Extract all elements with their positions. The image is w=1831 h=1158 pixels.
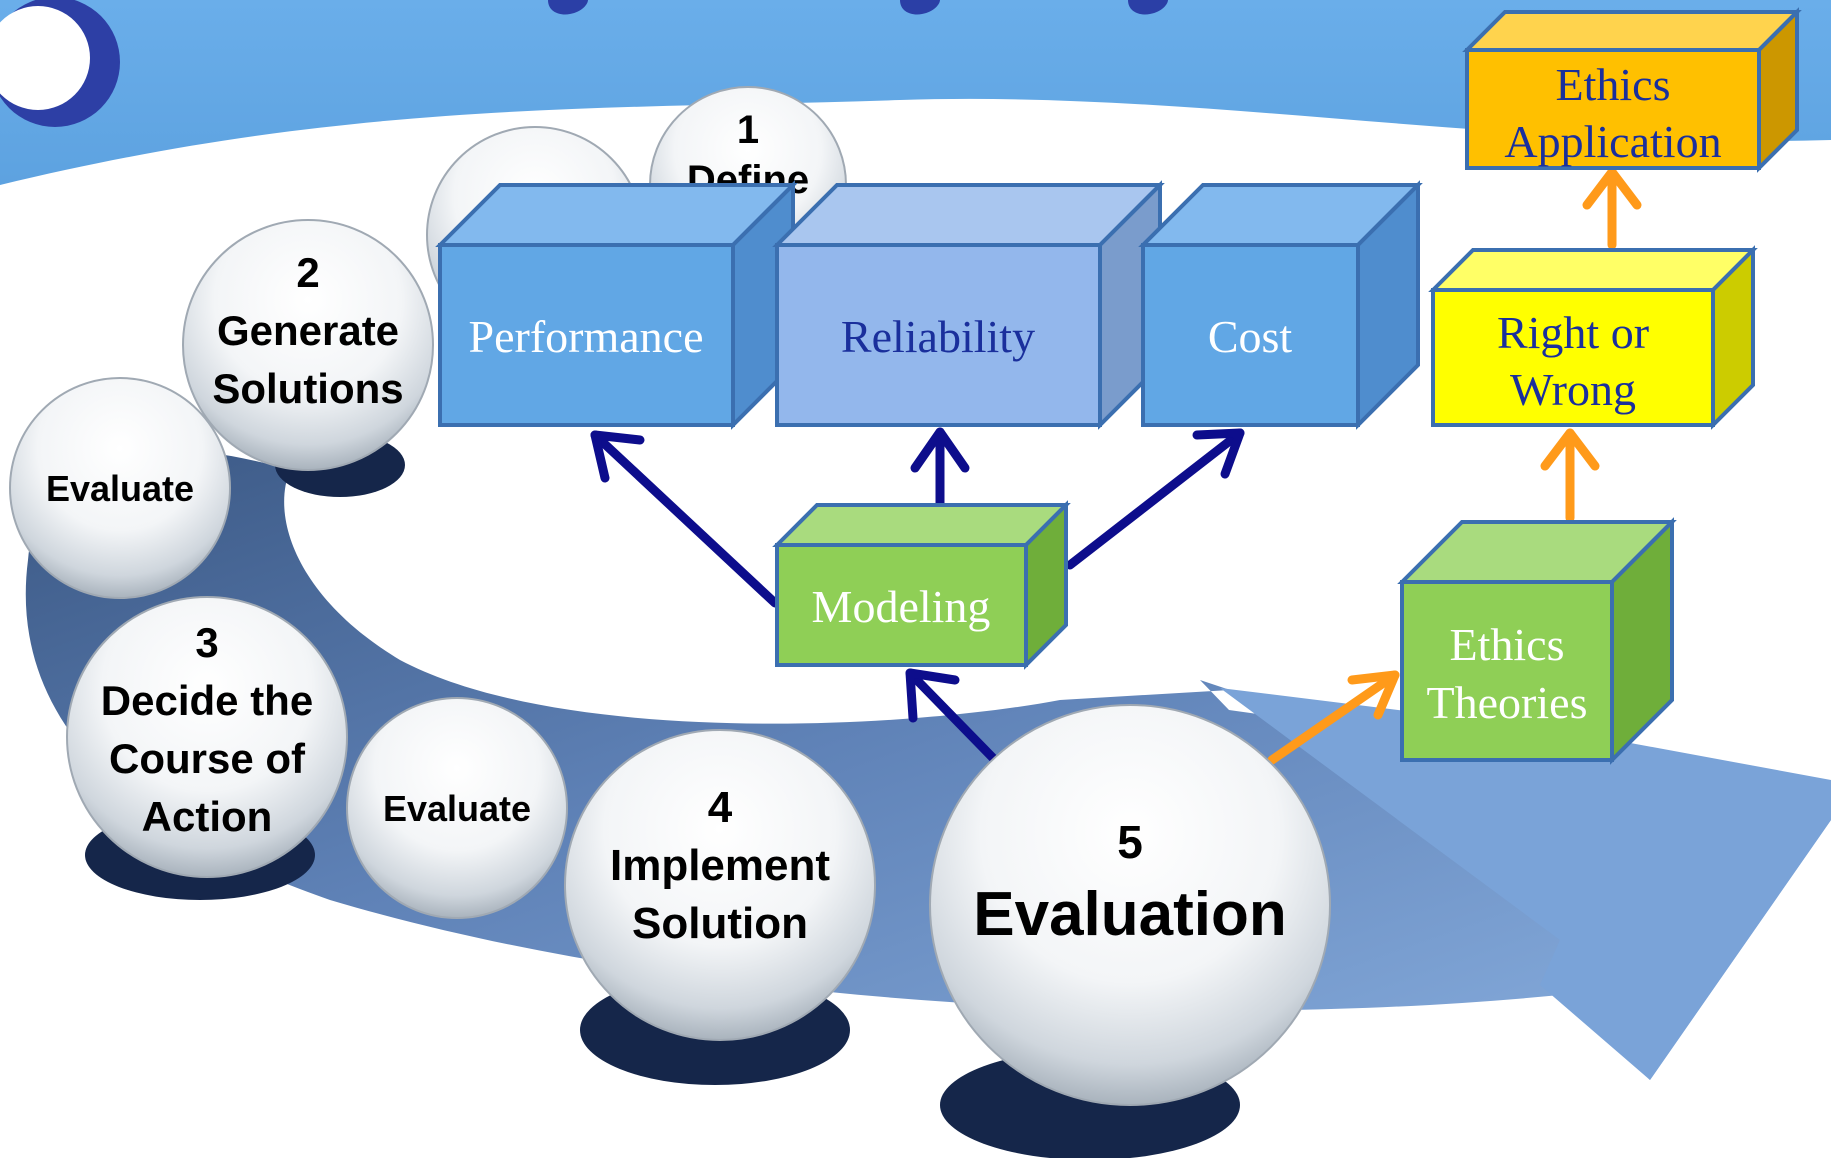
step-2-number: 2 <box>296 249 319 296</box>
step-3-sphere: 3 Decide the Course of Action <box>66 596 348 878</box>
step-5-label: Evaluation <box>973 880 1287 949</box>
reliability-box: Reliability <box>772 180 1165 430</box>
title-fragments <box>548 0 1168 15</box>
right-or-wrong-line2: Wrong <box>1510 364 1636 415</box>
evaluate-bubble-1-label: Evaluate <box>46 468 194 509</box>
step-2-line2: Solutions <box>212 365 403 412</box>
step-4-sphere: 4 Implement Solution <box>564 729 876 1041</box>
step-2-sphere: 2 Generate Solutions <box>182 219 434 471</box>
swoosh-arrowhead <box>1220 688 1831 1080</box>
process-swoosh <box>25 450 1831 1081</box>
ethics-application-line2: Application <box>1504 116 1721 167</box>
reliability-label: Reliability <box>841 311 1035 362</box>
ethics-theories-line1: Ethics <box>1450 619 1565 670</box>
step-4-line2: Solution <box>632 899 808 948</box>
modeling-label: Modeling <box>812 581 991 632</box>
logo-ring <box>0 0 120 127</box>
step-4-number: 4 <box>708 783 733 832</box>
step-4-line1: Implement <box>610 841 830 890</box>
step-2-line1: Generate <box>217 307 399 354</box>
step-3-number: 3 <box>195 619 218 666</box>
ethics-application-line1: Ethics <box>1556 59 1671 110</box>
evaluate-bubble-1: Evaluate <box>9 377 231 599</box>
ethics-theories-box: Ethics Theories <box>1397 517 1677 765</box>
ethics-arrows <box>1267 167 1642 765</box>
right-or-wrong-line1: Right or <box>1497 307 1649 358</box>
step-3-line1: Decide the <box>101 677 313 724</box>
ethics-theories-line2: Theories <box>1427 677 1588 728</box>
step-3-line3: Action <box>142 793 273 840</box>
evaluate-bubble-2: Evaluate <box>346 697 568 919</box>
step-3-line2: Course of <box>109 735 306 782</box>
cost-label: Cost <box>1208 311 1293 362</box>
step-5-sphere: 5 Evaluation <box>929 704 1331 1106</box>
title-banner <box>0 0 1831 185</box>
performance-box: Performance <box>435 180 798 430</box>
right-or-wrong-box: Right or Wrong <box>1428 245 1758 430</box>
step-5-number: 5 <box>1117 816 1143 868</box>
performance-label: Performance <box>469 311 704 362</box>
cost-box: Cost <box>1138 180 1423 430</box>
modeling-box: Modeling <box>772 500 1071 670</box>
step-1-number: 1 <box>737 108 759 152</box>
ethics-application-box: Ethics Application <box>1462 7 1802 173</box>
evaluate-bubble-2-label: Evaluate <box>383 788 531 829</box>
modeling-arrows <box>590 427 1245 763</box>
